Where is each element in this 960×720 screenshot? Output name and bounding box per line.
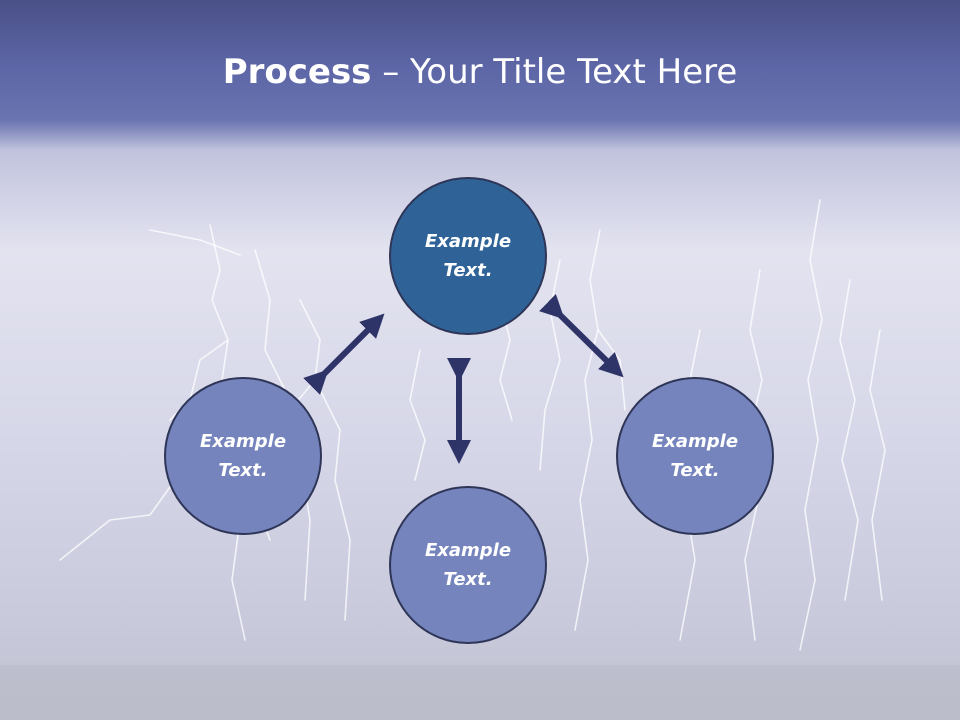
node-right-label: Example Text. [651, 431, 739, 481]
node-top-label: Example Text. [424, 231, 512, 281]
node-bottom: Example Text. [389, 486, 547, 644]
node-top: Example Text. [389, 177, 547, 335]
node-right: Example Text. [616, 377, 774, 535]
slide-title: Process – Your Title Text Here [0, 52, 960, 92]
node-left-label: Example Text. [199, 431, 287, 481]
title-rest: – Your Title Text Here [371, 52, 738, 92]
node-left: Example Text. [164, 377, 322, 535]
arrow-right-top [539, 294, 624, 378]
arrow-left-top [303, 313, 385, 395]
node-bottom-label: Example Text. [424, 540, 512, 590]
title-band [0, 0, 960, 150]
title-bold: Process [222, 52, 372, 92]
